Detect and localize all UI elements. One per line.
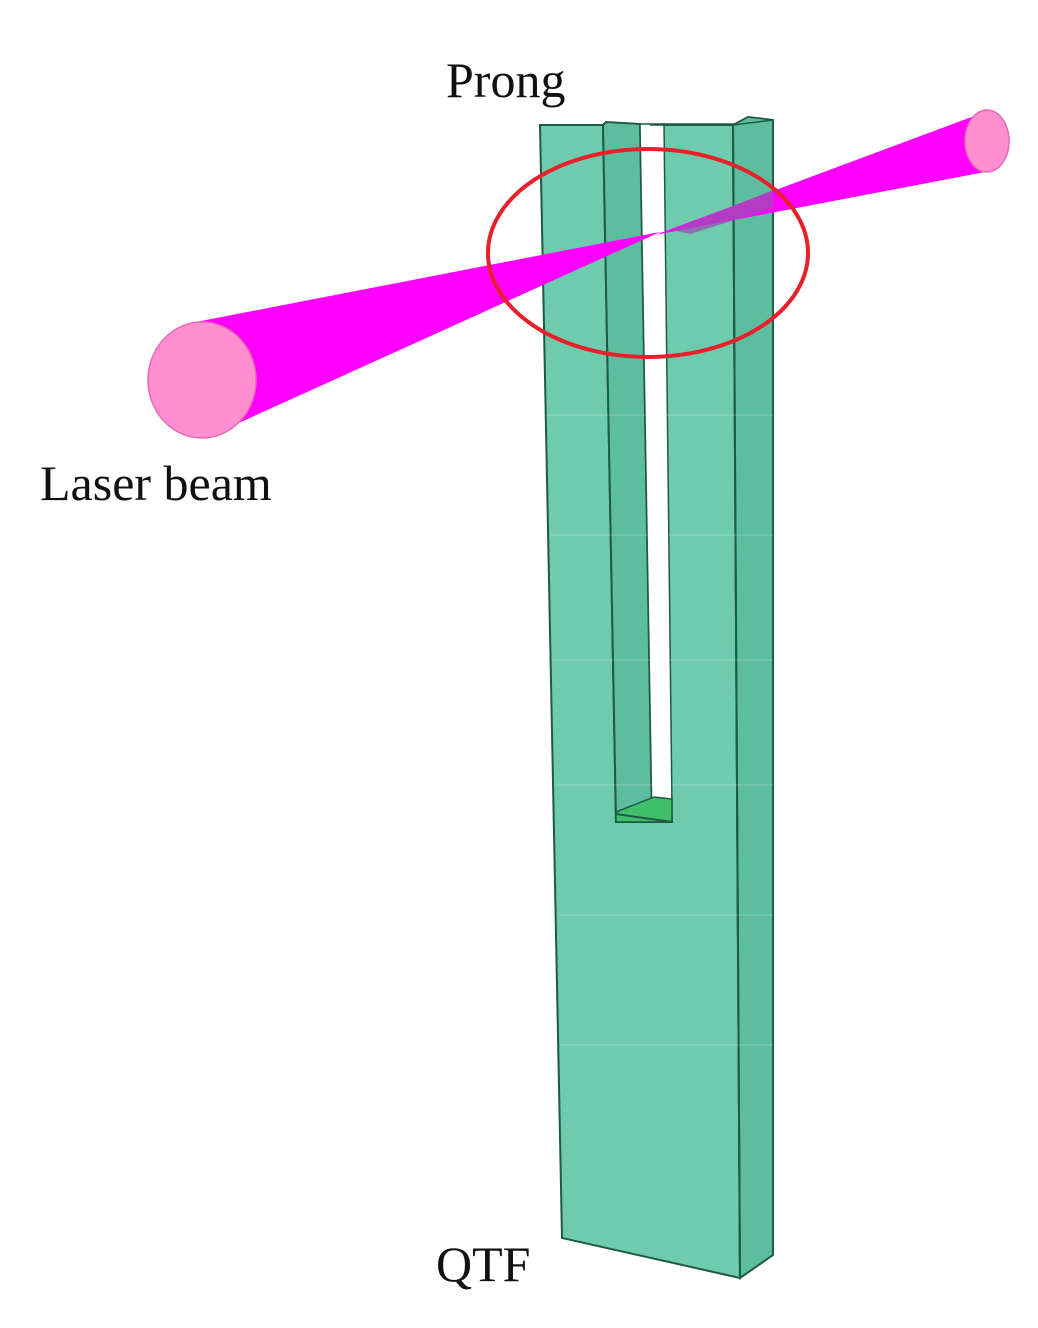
qtf-right-prong-top <box>649 116 774 126</box>
laser-beam <box>147 109 1010 439</box>
prong-highlight-ellipse <box>486 147 810 359</box>
laser-beam-left-end <box>147 321 257 439</box>
qtf-mesh-lines <box>546 414 773 1046</box>
laser-beam-right-end <box>964 109 1010 173</box>
qtf-slot-floor-edge <box>615 813 673 823</box>
qtf-body <box>538 115 774 1280</box>
laser-beam-through-prong <box>672 190 773 234</box>
laser-beam-left-cone <box>196 232 660 436</box>
label-qtf: QTF <box>436 1236 530 1292</box>
label-prong: Prong <box>446 52 565 108</box>
qtf-side-edge <box>732 124 741 1279</box>
label-laser-beam: Laser beam <box>40 455 272 511</box>
